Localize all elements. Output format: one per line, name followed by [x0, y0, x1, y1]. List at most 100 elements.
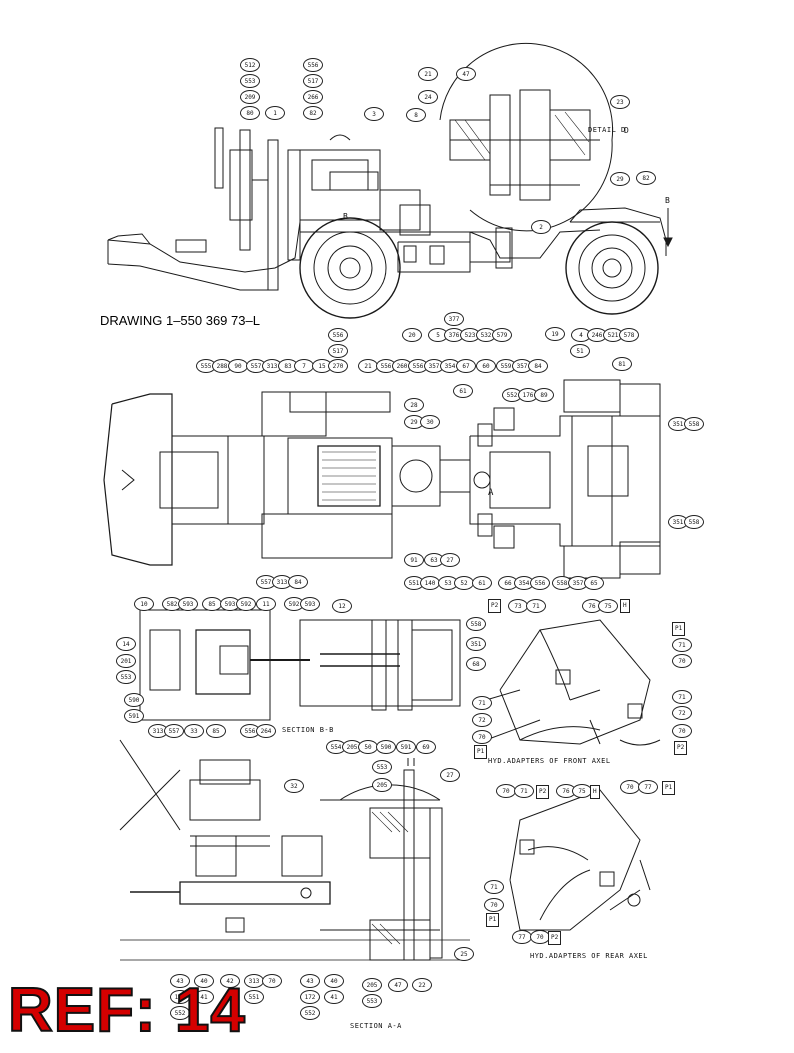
callout-bubble[interactable]: 11	[256, 597, 276, 611]
callout-bubble[interactable]: 172	[170, 990, 190, 1004]
callout-bubble[interactable]: 73	[508, 599, 528, 613]
callout-bubble[interactable]: 24	[418, 90, 438, 104]
callout-bubble[interactable]: 590	[376, 740, 396, 754]
callout-bubble[interactable]: 512	[240, 58, 260, 72]
callout-bubble[interactable]: 30	[420, 415, 440, 429]
callout-bubble[interactable]: 209	[240, 90, 260, 104]
callout-bubble[interactable]: 591	[396, 740, 416, 754]
callout-bubble[interactable]: 77	[638, 780, 658, 794]
callout-bubble[interactable]: 351	[668, 515, 688, 529]
callout-bubble[interactable]: 554	[326, 740, 346, 754]
callout-bubble[interactable]: 80	[240, 106, 260, 120]
callout-bubble[interactable]: 50	[358, 740, 378, 754]
callout-bubble[interactable]: 41	[194, 990, 214, 1004]
callout-bubble[interactable]: 8	[406, 108, 426, 122]
callout-bubble[interactable]: 40	[324, 974, 344, 988]
callout-bubble[interactable]: 532	[476, 328, 496, 342]
callout-bubble[interactable]: 552	[170, 1006, 190, 1020]
callout-bubble[interactable]: 10	[134, 597, 154, 611]
callout-bubble[interactable]: 517	[303, 74, 323, 88]
callout-bubble[interactable]: 558	[466, 617, 486, 631]
callout-bubble[interactable]: 67	[456, 359, 476, 373]
callout-bubble[interactable]: 71	[514, 784, 534, 798]
callout-bubble[interactable]: 521	[603, 328, 623, 342]
callout-bubble[interactable]: 51	[570, 344, 590, 358]
port-label[interactable]: H	[590, 785, 600, 799]
callout-bubble[interactable]: 21	[358, 359, 378, 373]
callout-bubble[interactable]: 558	[552, 576, 572, 590]
callout-bubble[interactable]: 43	[300, 974, 320, 988]
callout-bubble[interactable]: 23	[610, 95, 630, 109]
callout-bubble[interactable]: 555	[196, 359, 216, 373]
callout-bubble[interactable]: 578	[619, 328, 639, 342]
callout-bubble[interactable]: 82	[303, 106, 323, 120]
callout-bubble[interactable]: 84	[528, 359, 548, 373]
callout-bubble[interactable]: 32	[284, 779, 304, 793]
callout-bubble[interactable]: 70	[672, 654, 692, 668]
port-label[interactable]: P2	[548, 931, 562, 945]
callout-bubble[interactable]: 27	[440, 768, 460, 782]
callout-bubble[interactable]: 70	[262, 974, 282, 988]
callout-bubble[interactable]: 552	[300, 1006, 320, 1020]
callout-bubble[interactable]: 553	[362, 994, 382, 1008]
callout-bubble[interactable]: 351	[466, 637, 486, 651]
callout-bubble[interactable]: 553	[372, 760, 392, 774]
callout-bubble[interactable]: 2	[531, 220, 551, 234]
callout-bubble[interactable]: 593	[300, 597, 320, 611]
port-label[interactable]: P2	[536, 785, 550, 799]
callout-bubble[interactable]: 70	[484, 898, 504, 912]
callout-bubble[interactable]: 40	[194, 974, 214, 988]
callout-bubble[interactable]: 25	[454, 947, 474, 961]
callout-bubble[interactable]: 85	[202, 597, 222, 611]
callout-bubble[interactable]: 556	[328, 328, 348, 342]
callout-bubble[interactable]: 71	[672, 638, 692, 652]
callout-bubble[interactable]: 264	[256, 724, 276, 738]
callout-bubble[interactable]: 20	[402, 328, 422, 342]
callout-bubble[interactable]: 75	[598, 599, 618, 613]
port-label[interactable]: P1	[662, 781, 676, 795]
callout-bubble[interactable]: 553	[240, 74, 260, 88]
callout-bubble[interactable]: 27	[440, 553, 460, 567]
port-label[interactable]: H	[620, 599, 630, 613]
callout-bubble[interactable]: 19	[545, 327, 565, 341]
callout-bubble[interactable]: 205	[372, 778, 392, 792]
callout-bubble[interactable]: 551	[244, 990, 264, 1004]
callout-bubble[interactable]: 12	[332, 599, 352, 613]
port-label[interactable]: P2	[488, 599, 502, 613]
callout-bubble[interactable]: 77	[512, 930, 532, 944]
callout-bubble[interactable]: 61	[453, 384, 473, 398]
callout-bubble[interactable]: 70	[530, 930, 550, 944]
callout-bubble[interactable]: 60	[476, 359, 496, 373]
callout-bubble[interactable]: 556	[376, 359, 396, 373]
callout-bubble[interactable]: 377	[444, 312, 464, 326]
callout-bubble[interactable]: 557	[164, 724, 184, 738]
callout-bubble[interactable]: 590	[124, 693, 144, 707]
port-label[interactable]: P1	[672, 622, 686, 636]
callout-bubble[interactable]: 201	[116, 654, 136, 668]
callout-bubble[interactable]: 591	[124, 709, 144, 723]
callout-bubble[interactable]: 70	[496, 784, 516, 798]
callout-bubble[interactable]: 354	[514, 576, 534, 590]
callout-bubble[interactable]: 140	[420, 576, 440, 590]
callout-bubble[interactable]: 558	[684, 417, 704, 431]
callout-bubble[interactable]: 29	[404, 415, 424, 429]
callout-bubble[interactable]: 172	[300, 990, 320, 1004]
callout-bubble[interactable]: 205	[362, 978, 382, 992]
callout-bubble[interactable]: 592	[236, 597, 256, 611]
callout-bubble[interactable]: 205	[342, 740, 362, 754]
callout-bubble[interactable]: 81	[612, 357, 632, 371]
callout-bubble[interactable]: 65	[584, 576, 604, 590]
callout-bubble[interactable]: 357	[512, 359, 532, 373]
callout-bubble[interactable]: 71	[526, 599, 546, 613]
port-label[interactable]: P2	[674, 741, 688, 755]
callout-bubble[interactable]: 68	[466, 657, 486, 671]
callout-bubble[interactable]: 72	[672, 706, 692, 720]
callout-bubble[interactable]: 270	[328, 359, 348, 373]
callout-bubble[interactable]: 63	[424, 553, 444, 567]
callout-bubble[interactable]: 1	[265, 106, 285, 120]
callout-bubble[interactable]: 260	[392, 359, 412, 373]
callout-bubble[interactable]: 70	[672, 724, 692, 738]
port-label[interactable]: P1	[474, 745, 488, 759]
callout-bubble[interactable]: 52	[454, 576, 474, 590]
callout-bubble[interactable]: 82	[636, 171, 656, 185]
